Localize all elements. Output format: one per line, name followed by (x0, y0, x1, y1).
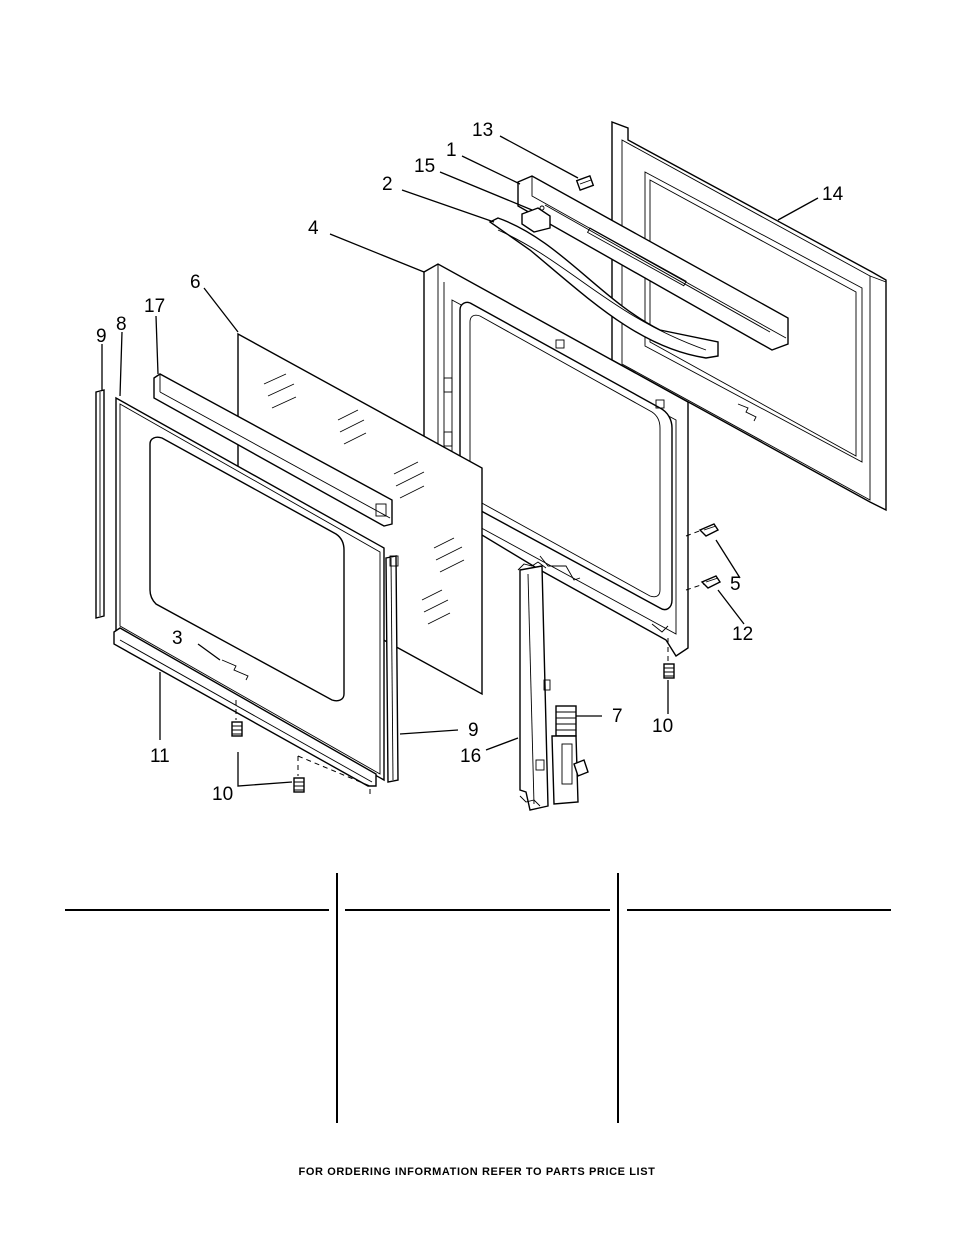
callout-3: 3 (172, 628, 183, 649)
alignment-lines (235, 529, 705, 796)
part-12-screw (700, 575, 722, 589)
callout-16: 16 (460, 746, 481, 767)
part-10-screw-lower-a (231, 721, 243, 737)
column-header-rule-3 (627, 909, 891, 911)
column-divider-1 (336, 873, 338, 1123)
exploded-parts-diagram: 13 1 15 2 14 4 6 17 9 8 5 12 3 7 10 9 16… (95, 120, 887, 811)
part-17-top-trim (153, 373, 393, 527)
part-16-hinge-receiver (517, 561, 551, 811)
column-divider-2 (617, 873, 619, 1123)
callout-2: 2 (382, 174, 393, 195)
callout-9-right: 9 (468, 720, 479, 741)
part-13-screw (575, 175, 595, 191)
part-9-left-side-trim (95, 389, 105, 619)
callout-7: 7 (612, 706, 623, 727)
callout-1: 1 (446, 140, 457, 161)
part-15-end-cap (521, 205, 551, 233)
part-10-screw-lower-b (293, 777, 305, 793)
callout-11: 11 (150, 746, 170, 767)
part-8-outer-glass (115, 396, 385, 782)
part-2-handle (488, 217, 719, 359)
callout-17: 17 (144, 296, 165, 317)
callout-10-right: 10 (652, 716, 673, 737)
part-7-hinge (551, 705, 589, 805)
callout-9-left: 9 (96, 326, 107, 347)
callout-14: 14 (822, 184, 844, 205)
callout-8: 8 (116, 314, 127, 335)
part-10-screw-right (663, 663, 675, 679)
callout-13: 13 (472, 120, 493, 141)
part-1-vent-trim (517, 175, 789, 351)
callout-10-lower: 10 (212, 784, 233, 805)
callout-6: 6 (190, 272, 201, 293)
callout-5: 5 (730, 574, 741, 595)
callout-15: 15 (414, 156, 435, 177)
column-header-rule-2 (345, 909, 610, 911)
callout-4: 4 (308, 218, 319, 239)
column-header-rule-1 (65, 909, 329, 911)
ordering-info-footer: FOR ORDERING INFORMATION REFER TO PARTS … (298, 1166, 656, 1178)
callout-labels: 13 1 15 2 14 4 6 17 9 8 5 12 3 7 10 9 16… (96, 120, 844, 805)
leader-lines (101, 135, 819, 787)
part-11-bottom-trim (113, 627, 377, 787)
part-5-screw (698, 523, 720, 537)
part-9-right-side-trim (385, 555, 399, 783)
callout-12: 12 (732, 624, 753, 645)
